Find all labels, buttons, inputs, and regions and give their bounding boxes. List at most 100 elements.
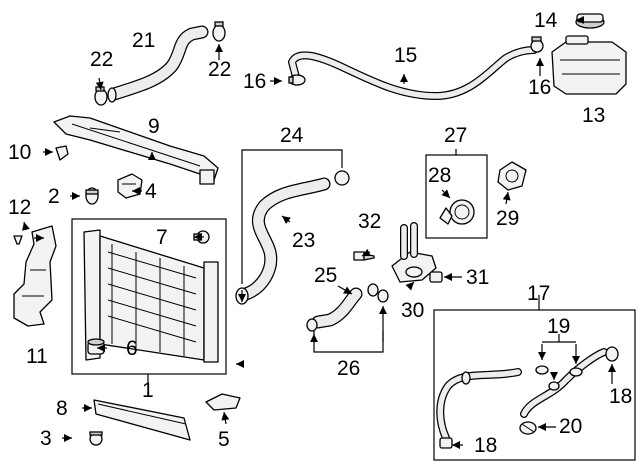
leader-arrowhead — [452, 441, 460, 449]
leader-arrowhead — [310, 334, 318, 342]
callout-19: 19 — [547, 315, 570, 338]
leader-arrowhead — [64, 434, 72, 442]
leader-arrowhead — [45, 148, 53, 156]
leader-arrowhead — [97, 344, 105, 352]
callout-11: 11 — [26, 345, 48, 368]
callout-7: 7 — [156, 226, 168, 249]
thermostat-28 — [439, 199, 475, 225]
callout-18-left: 18 — [474, 434, 497, 457]
hose-clamp-24-upper — [334, 170, 350, 186]
bolt-2 — [85, 187, 99, 205]
leader-arrowhead — [502, 192, 511, 201]
o-ring-26 — [367, 283, 389, 303]
air-deflector — [13, 225, 57, 327]
callout-15: 15 — [394, 44, 417, 67]
leader-arrowhead — [215, 44, 223, 52]
callout-6: 6 — [126, 337, 138, 360]
hose-clamp-16-right — [530, 36, 544, 53]
callout-22-right: 22 — [208, 58, 231, 81]
lower-seal — [93, 399, 191, 441]
callout-23: 23 — [292, 229, 315, 252]
leader-arrowhead — [84, 404, 92, 412]
leader-arrowhead — [441, 189, 450, 198]
radiator — [83, 229, 219, 363]
callout-9: 9 — [148, 115, 160, 138]
leader-arrowhead — [194, 233, 202, 241]
callout-27: 27 — [444, 124, 467, 147]
hose-clamp-16-left — [288, 74, 306, 86]
radiator-assembly-frame — [71, 218, 227, 375]
callout-16-left: 16 — [243, 70, 266, 93]
drain-plug-6 — [87, 338, 105, 355]
callout-29: 29 — [496, 207, 519, 230]
leader-arrowhead — [236, 360, 244, 368]
leader-arrowhead — [22, 222, 30, 231]
callout-5: 5 — [218, 428, 230, 451]
bracket-24 — [241, 149, 343, 284]
push-pin-3 — [89, 431, 103, 446]
leader-lines — [22, 16, 616, 449]
callout-28: 28 — [428, 164, 451, 187]
leader-arrowhead — [572, 356, 580, 364]
callout-16-right: 16 — [528, 76, 551, 99]
bracket-26 — [313, 331, 384, 353]
leader-arrowhead — [274, 77, 282, 85]
callout-17: 17 — [527, 282, 550, 305]
callout-24: 24 — [280, 124, 304, 147]
clip-10 — [55, 145, 69, 161]
clamp-18-right — [605, 346, 619, 362]
leader-arrowhead — [576, 16, 584, 24]
leader-arrowhead — [405, 282, 414, 291]
leader-arrowhead — [550, 372, 558, 380]
leader-arrowhead — [362, 248, 371, 256]
leader-arrowhead — [536, 58, 544, 66]
leader-arrowhead — [132, 187, 140, 195]
leader-arrowhead — [400, 74, 408, 82]
callout-32: 32 — [358, 210, 381, 233]
vent-hose — [288, 46, 538, 100]
callout-3: 3 — [40, 427, 52, 450]
callout-22-left: 22 — [90, 48, 113, 71]
heater-hose-box — [433, 309, 636, 461]
bracket-19 — [542, 334, 576, 343]
callout-1: 1 — [142, 379, 154, 402]
upper-radiator-hose — [107, 25, 209, 103]
leader-arrowhead — [238, 294, 246, 302]
mount-bracket — [117, 173, 143, 199]
callout-14: 14 — [534, 9, 558, 32]
heater-hose-left — [436, 368, 522, 442]
clamp-18-left — [439, 437, 453, 449]
leader-arrowhead — [538, 423, 546, 431]
callout-18-right: 18 — [609, 385, 632, 408]
hose-clamp-22-right — [212, 21, 226, 42]
callout-12: 12 — [8, 196, 31, 219]
callout-8: 8 — [56, 397, 68, 420]
callout-26: 26 — [337, 357, 360, 380]
leader-arrowhead — [148, 152, 156, 160]
leader-arrowhead — [282, 216, 291, 224]
water-pipe-25 — [306, 287, 363, 332]
callout-21: 21 — [132, 29, 155, 52]
fittings-19 — [535, 365, 583, 391]
lower-radiator-hose — [239, 177, 331, 301]
heater-hose-right — [520, 348, 608, 418]
leader-arrowhead — [95, 81, 104, 90]
bracket-5 — [205, 393, 241, 411]
connector-20 — [519, 421, 537, 435]
callout-13: 13 — [582, 104, 605, 127]
leader-arrowhead — [343, 286, 352, 294]
leader-arrowhead — [36, 234, 44, 242]
upper-tie-bar — [53, 115, 219, 185]
callout-4: 4 — [145, 180, 157, 203]
hose-clamp-22-left — [94, 86, 108, 106]
callout-30: 30 — [401, 299, 424, 322]
gasket-31 — [429, 271, 443, 283]
coolant-reservoir — [551, 35, 627, 95]
callout-25: 25 — [314, 264, 337, 287]
leader-arrowhead — [379, 306, 387, 314]
callout-2: 2 — [48, 185, 60, 208]
callout-10: 10 — [8, 141, 31, 164]
leader-arrowhead — [538, 352, 546, 360]
